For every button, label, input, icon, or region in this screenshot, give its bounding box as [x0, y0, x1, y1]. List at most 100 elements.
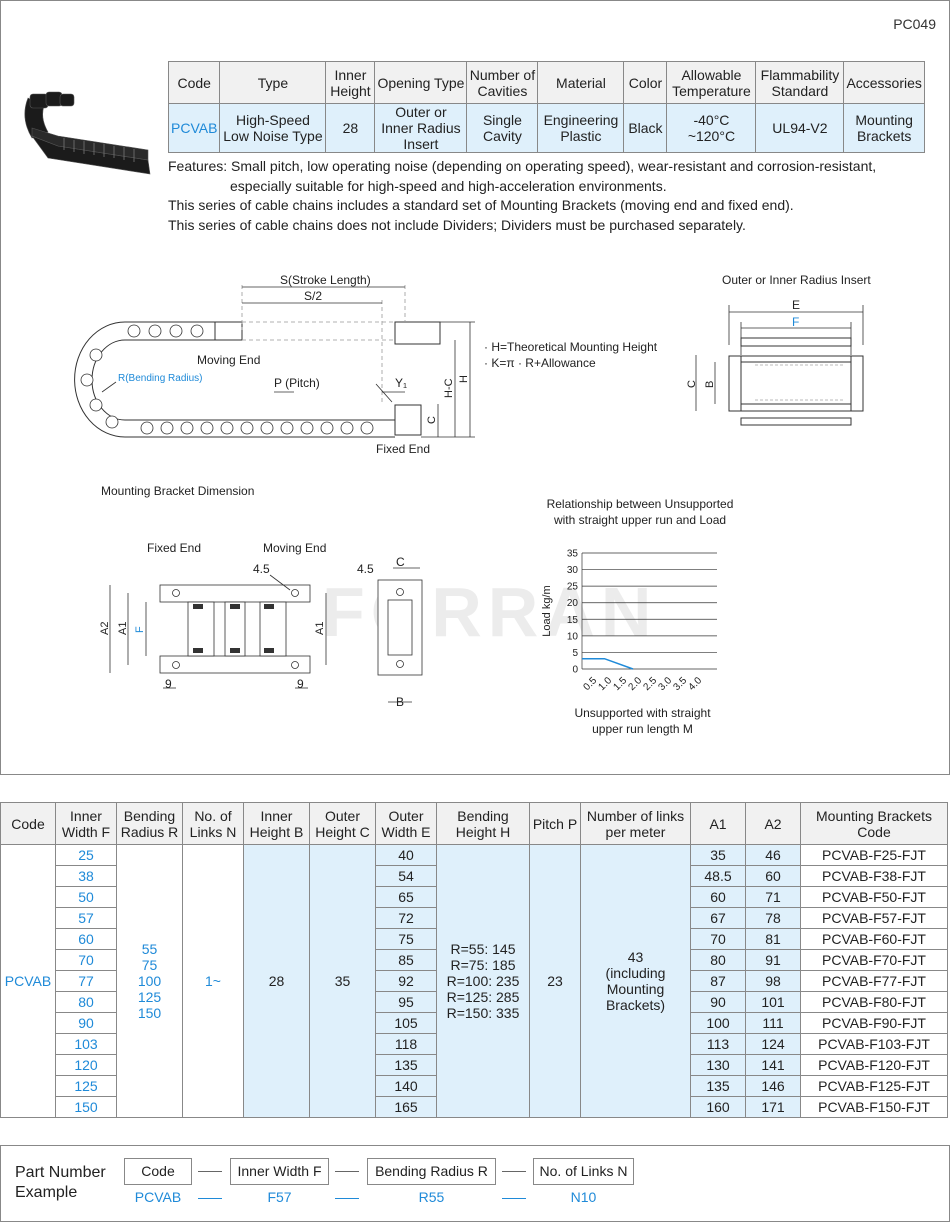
inner-height-cell: 28 — [243, 844, 310, 1118]
dims-header: Inner Height B — [243, 802, 310, 845]
code-cell: PCVAB — [0, 844, 56, 1118]
inner-width-cell: 80 — [55, 991, 117, 1013]
hc-label: H-C — [443, 378, 455, 398]
chain-side-diagram: S(Stroke Length) S/2 Moving End P (Pitch… — [74, 273, 871, 709]
side-b-label: B — [396, 695, 404, 709]
spec-value: Black — [623, 103, 668, 153]
e-label: E — [792, 298, 800, 312]
chart-xlabel: Unsupported with straight upper run leng… — [574, 706, 711, 736]
moving-end-label: Moving End — [197, 353, 260, 367]
a1-cell: 100 — [690, 1012, 746, 1034]
spec-value: High-Speed Low Noise Type — [219, 103, 327, 153]
inner-width-cell: 150 — [55, 1096, 117, 1118]
feature-line: especially suitable for high-speed and h… — [230, 177, 667, 194]
bracket-title: Mounting Bracket Dimension — [101, 484, 254, 498]
spec-header: Material — [537, 61, 625, 104]
a2-cell: 78 — [745, 907, 801, 929]
inner-width-cell: 70 — [55, 949, 117, 971]
a2-cell: 71 — [745, 886, 801, 908]
part-number-title-line: Example — [15, 1184, 78, 1201]
pn-value-connector — [198, 1198, 222, 1199]
pn-connector — [198, 1171, 222, 1172]
a1-cell: 60 — [690, 886, 746, 908]
links-per-meter-line: Brackets) — [605, 997, 666, 1013]
outer-width-cell: 65 — [375, 886, 437, 908]
bracket-code-cell: PCVAB-F103-FJT — [800, 1033, 948, 1055]
bracket-code-cell: PCVAB-F77-FJT — [800, 970, 948, 992]
bracket-fixed-end-label: Fixed End — [147, 541, 201, 555]
bracket-code-cell: PCVAB-F60-FJT — [800, 928, 948, 950]
dims-header: Bending Radius R — [116, 802, 183, 845]
pn-radius-value: R55 — [418, 1189, 445, 1205]
a1-cell: 130 — [690, 1054, 746, 1076]
chart-title: Relationship between Unsupported with st… — [546, 497, 734, 527]
a1-cell: 67 — [690, 907, 746, 929]
pn-width-value: F57 — [267, 1189, 292, 1205]
y-axis-label: Load kg/m — [541, 585, 553, 636]
bending-height-value: R=125: 285 — [446, 989, 520, 1005]
inner-width-cell: 60 — [55, 928, 117, 950]
spec-header: Allowable Temperature — [666, 61, 757, 104]
pn-value-connector — [502, 1198, 526, 1199]
spec-header: Accessories — [843, 61, 925, 104]
part-number-title: Part Number Example — [15, 1163, 106, 1203]
cable-chain-photo — [24, 91, 151, 175]
fixed-end-label: Fixed End — [376, 442, 430, 456]
h-label: H — [458, 375, 470, 383]
a1-cell: 113 — [690, 1033, 746, 1055]
bracket-code-cell: PCVAB-F38-FJT — [800, 865, 948, 887]
outer-width-cell: 85 — [375, 949, 437, 971]
pitch-label: P (Pitch) — [274, 376, 320, 390]
feature-line: This series of cable chains does not inc… — [168, 216, 746, 233]
pn-links-value: N10 — [570, 1189, 597, 1205]
pn-connector — [502, 1171, 526, 1172]
outer-width-cell: 40 — [375, 844, 437, 866]
bending-height-value: R=150: 335 — [446, 1005, 520, 1021]
a1-cell: 48.5 — [690, 865, 746, 887]
inner-width-cell: 90 — [55, 1012, 117, 1034]
outer-width-cell: 72 — [375, 907, 437, 929]
inner-width-cell: 125 — [55, 1075, 117, 1097]
outer-width-cell: 135 — [375, 1054, 437, 1076]
dimension-table: Code Inner Width F Bending Radius R No. … — [0, 802, 948, 1118]
pn-connector — [335, 1171, 359, 1172]
pn-width-box: Inner Width F — [230, 1158, 329, 1185]
bending-radius-label: R(Bending Radius) — [118, 373, 203, 384]
a1-cell: 160 — [690, 1096, 746, 1118]
side-hole-dim-label: 4.5 — [357, 562, 374, 576]
links-cell: 1~ — [182, 844, 244, 1118]
a2-cell: 141 — [745, 1054, 801, 1076]
a1-cell: 135 — [690, 1075, 746, 1097]
a2-cell: 60 — [745, 865, 801, 887]
pitch-cell: 23 — [529, 844, 581, 1118]
inner-width-cell: 25 — [55, 844, 117, 866]
links-per-meter-line: Mounting — [606, 981, 665, 997]
f-label: F — [792, 315, 799, 329]
outer-width-cell: 105 — [375, 1012, 437, 1034]
a1-cell: 87 — [690, 970, 746, 992]
outer-width-cell: 140 — [375, 1075, 437, 1097]
dims-header: Inner Width F — [55, 802, 117, 845]
bracket-code-cell: PCVAB-F80-FJT — [800, 991, 948, 1013]
dims-header-row: Code Inner Width F Bending Radius R No. … — [0, 802, 948, 845]
a2-cell: 81 — [745, 928, 801, 950]
features-text: Features: Small pitch, low operating noi… — [168, 157, 928, 235]
bracket-code-cell: PCVAB-F25-FJT — [800, 844, 948, 866]
bracket-code-cell: PCVAB-F57-FJT — [800, 907, 948, 929]
pn-value-connector — [335, 1198, 359, 1199]
outer-width-cell: 75 — [375, 928, 437, 950]
outer-height-cell: 35 — [309, 844, 376, 1118]
stroke-label: S(Stroke Length) — [280, 273, 371, 287]
outer-width-cell: 95 — [375, 991, 437, 1013]
dims-header: Pitch P — [529, 802, 581, 845]
a2-cell: 146 — [745, 1075, 801, 1097]
a2-cell: 171 — [745, 1096, 801, 1118]
